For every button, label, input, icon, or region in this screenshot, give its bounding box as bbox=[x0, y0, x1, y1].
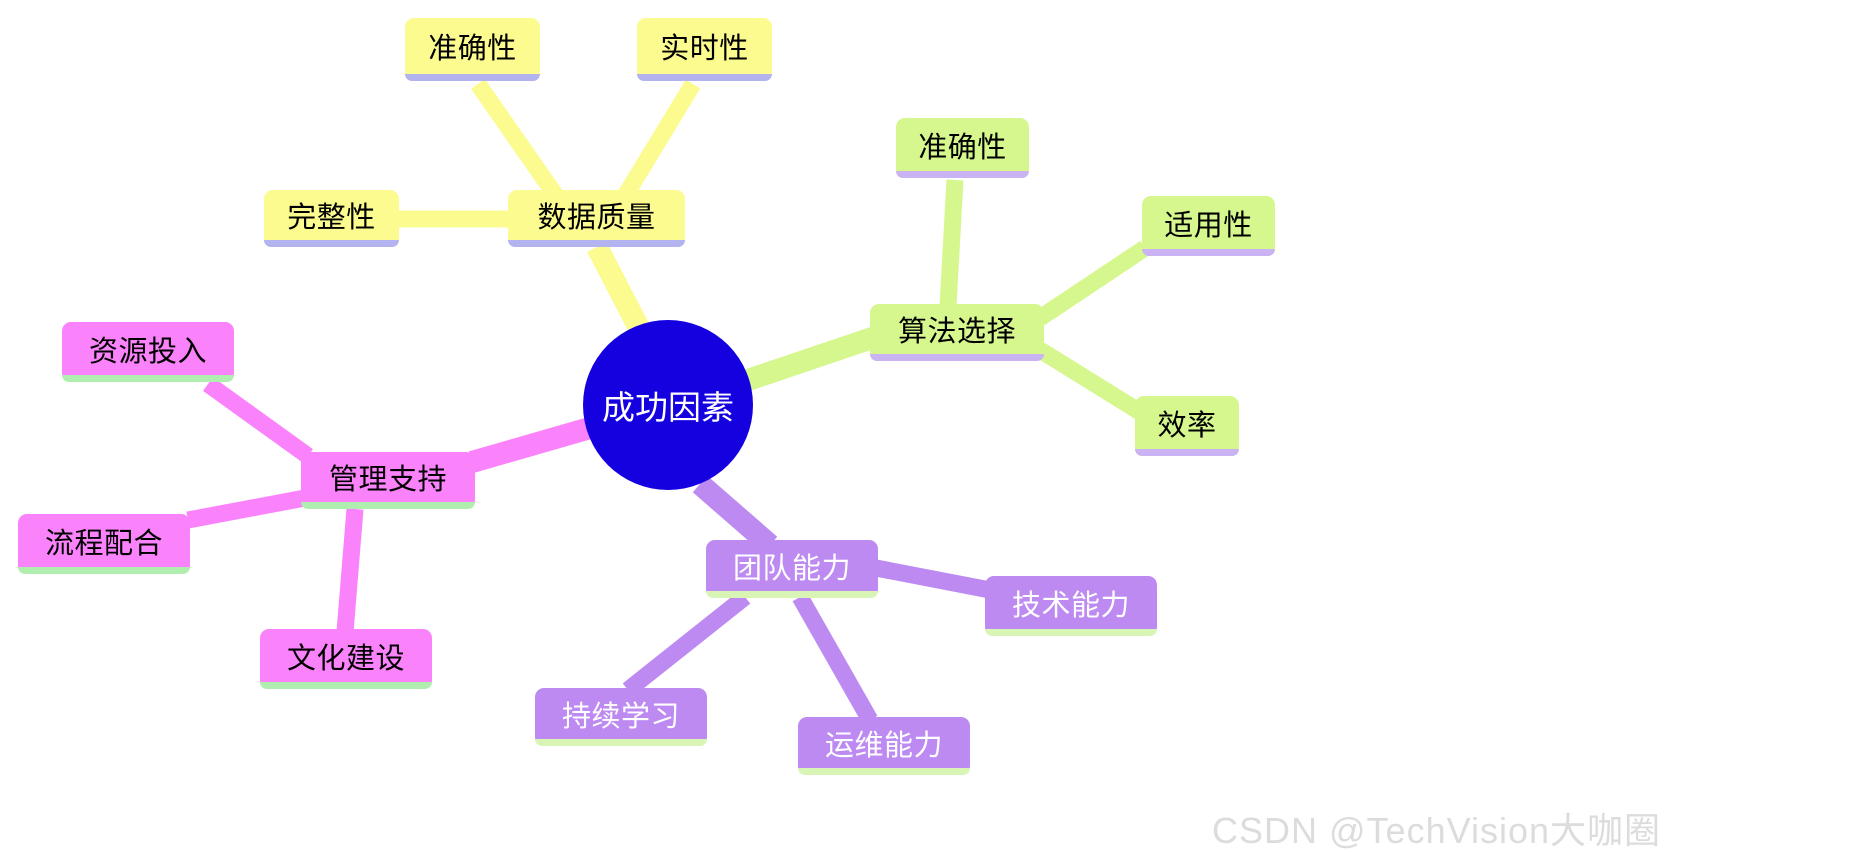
edge-team-to-tech bbox=[874, 559, 992, 599]
leaf-node-management-support-3[interactable]: 文化建设 bbox=[260, 629, 432, 689]
branch-node-data-quality-underline bbox=[508, 240, 685, 247]
branch-node-data-quality[interactable]: 数据质量 bbox=[508, 190, 685, 247]
leaf-node-algorithm-selection-2-label: 适用性 bbox=[1164, 209, 1253, 242]
leaf-node-data-quality-3[interactable]: 完整性 bbox=[264, 190, 399, 247]
edge-team-to-learning bbox=[622, 590, 751, 697]
edge-center-to-algorithm bbox=[744, 325, 882, 391]
leaf-node-algorithm-selection-3-label: 效率 bbox=[1157, 409, 1217, 442]
leaf-node-team-capability-2[interactable]: 持续学习 bbox=[535, 688, 707, 746]
leaf-node-team-capability-3-label: 运维能力 bbox=[824, 729, 943, 762]
leaf-node-team-capability-1[interactable]: 技术能力 bbox=[985, 576, 1157, 636]
branch-node-management-support-label: 管理支持 bbox=[328, 464, 447, 496]
branch-node-team-capability[interactable]: 团队能力 bbox=[706, 540, 878, 598]
leaf-node-management-support-2-underline bbox=[18, 567, 190, 574]
branch-node-management-support[interactable]: 管理支持 bbox=[301, 452, 475, 509]
branch-node-management-support-underline bbox=[301, 502, 475, 509]
leaf-node-algorithm-selection-1-label: 准确性 bbox=[918, 131, 1007, 164]
leaf-node-management-support-2[interactable]: 流程配合 bbox=[18, 514, 190, 574]
leaf-node-management-support-1-label: 资源投入 bbox=[88, 335, 207, 368]
leaf-node-data-quality-2-label: 实时性 bbox=[660, 33, 749, 65]
leaf-node-management-support-3-label: 文化建设 bbox=[286, 642, 405, 675]
edge-center-to-management bbox=[468, 417, 594, 473]
leaf-node-team-capability-1-label: 技术能力 bbox=[1011, 589, 1130, 622]
center-node-label: 成功因素 bbox=[602, 389, 734, 426]
leaf-node-data-quality-3-label: 完整性 bbox=[287, 202, 376, 234]
edge-management-to-process bbox=[186, 489, 307, 529]
edge-algorithm-to-applicability bbox=[1035, 240, 1150, 326]
leaf-node-data-quality-3-underline bbox=[264, 240, 399, 247]
leaf-node-algorithm-selection-1-underline bbox=[896, 171, 1029, 178]
leaf-node-data-quality-1[interactable]: 准确性 bbox=[405, 18, 540, 81]
edge-data-quality-to-accuracy bbox=[471, 79, 563, 201]
watermark: CSDN @TechVision大咖圈 bbox=[1212, 810, 1661, 851]
edge-team-to-ops bbox=[792, 592, 878, 725]
leaf-node-algorithm-selection-3[interactable]: 效率 bbox=[1135, 396, 1239, 456]
leaf-node-team-capability-1-underline bbox=[985, 629, 1157, 636]
leaf-node-algorithm-selection-2-underline bbox=[1142, 249, 1275, 256]
edge-management-to-culture bbox=[336, 508, 364, 633]
branch-node-algorithm-selection-underline bbox=[870, 354, 1044, 361]
branch-node-data-quality-label: 数据质量 bbox=[537, 202, 656, 234]
edge-management-to-resources bbox=[203, 377, 313, 463]
leaf-node-algorithm-selection-1[interactable]: 准确性 bbox=[896, 118, 1029, 178]
leaf-node-management-support-2-label: 流程配合 bbox=[44, 527, 163, 560]
leaf-node-management-support-1-underline bbox=[62, 375, 234, 382]
branch-node-algorithm-selection-label: 算法选择 bbox=[897, 316, 1016, 348]
leaf-node-data-quality-1-label: 准确性 bbox=[428, 33, 517, 65]
edge-data-quality-to-realtime bbox=[617, 79, 701, 201]
leaf-node-algorithm-selection-3-underline bbox=[1135, 449, 1239, 456]
leaf-node-team-capability-3-underline bbox=[798, 768, 970, 775]
leaf-node-management-support-1[interactable]: 资源投入 bbox=[62, 322, 234, 382]
branch-node-team-capability-label: 团队能力 bbox=[732, 552, 851, 585]
edge-center-to-data-quality bbox=[587, 241, 650, 336]
leaf-node-data-quality-2-underline bbox=[637, 74, 772, 81]
branch-node-algorithm-selection[interactable]: 算法选择 bbox=[870, 304, 1044, 361]
leaf-node-team-capability-2-underline bbox=[535, 739, 707, 746]
center-node-success-factors[interactable]: 成功因素 bbox=[583, 320, 753, 490]
leaf-node-team-capability-3[interactable]: 运维能力 bbox=[798, 717, 970, 775]
leaf-node-data-quality-2[interactable]: 实时性 bbox=[637, 18, 772, 81]
leaf-node-team-capability-2-label: 持续学习 bbox=[561, 700, 680, 733]
edge-algorithm-to-accuracy bbox=[939, 179, 964, 307]
edge-algorithm-to-efficiency bbox=[1035, 342, 1145, 420]
leaf-node-data-quality-1-underline bbox=[405, 74, 540, 81]
leaf-node-management-support-3-underline bbox=[260, 682, 432, 689]
branch-node-team-capability-underline bbox=[706, 591, 878, 598]
leaf-node-algorithm-selection-2[interactable]: 适用性 bbox=[1142, 196, 1275, 256]
edge-center-to-team bbox=[692, 475, 778, 554]
